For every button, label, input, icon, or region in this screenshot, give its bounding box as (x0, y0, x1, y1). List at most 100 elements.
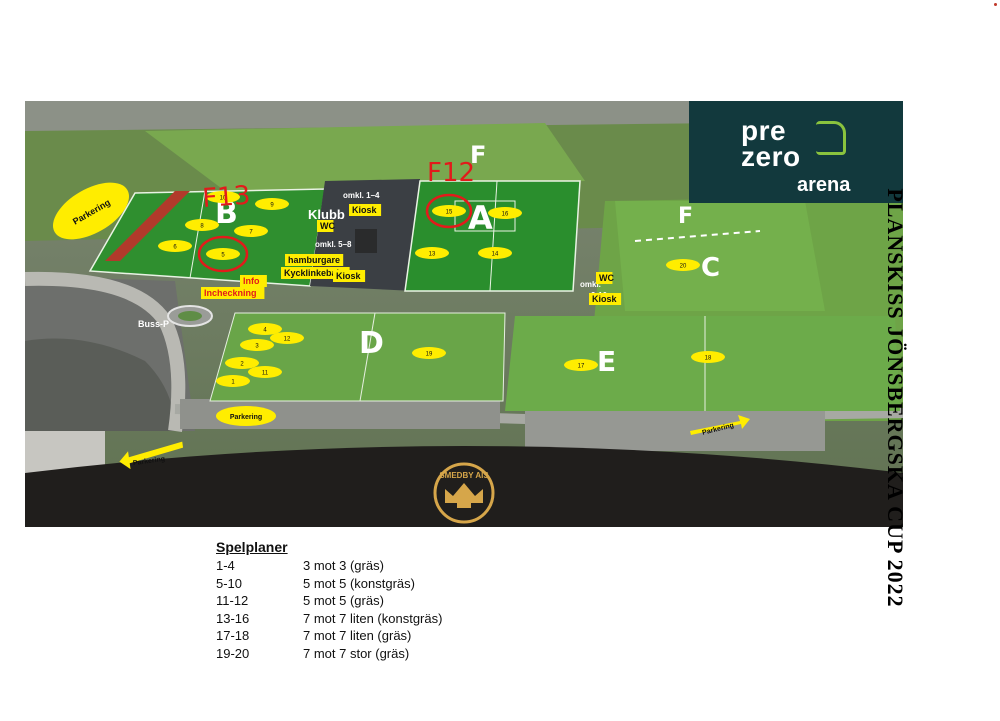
legend-range: 17-18 (216, 628, 250, 644)
pitch-number: 7 (249, 230, 253, 236)
field-letter-a: A (468, 199, 493, 237)
pitch-marker-7: 7 (234, 225, 268, 237)
map-label-omkl-5-8: omkl. 5–8 (315, 240, 352, 249)
pitch-number: 18 (705, 356, 712, 362)
handwritten-f13: F13 (201, 181, 251, 214)
legend-range: 13-16 (216, 610, 250, 626)
pitch-marker-10: 10 (206, 191, 240, 203)
pitch-number: 2 (240, 362, 244, 368)
legend-row: 5-10 5 mot 5 (konstgräs) (216, 575, 442, 593)
legend-range: 5-10 (216, 575, 243, 591)
legend-row: 11-12 5 mot 5 (gräs) (216, 592, 442, 610)
pitch-marker-8: 8 (185, 219, 219, 231)
svg-text:Parkering: Parkering (230, 414, 262, 421)
pitch-marker-4: 4 (248, 323, 282, 335)
pitch-number: 1 (231, 380, 235, 386)
svg-text:Kiosk: Kiosk (336, 271, 362, 281)
logo-text-zero: zero (741, 141, 801, 172)
legend-description: 7 mot 7 stor (gräs) (303, 645, 410, 661)
legend-description: 7 mot 7 liten (gräs) (303, 628, 412, 644)
legend-range: 1-4 (216, 558, 235, 574)
pitch-marker-13: 13 (415, 247, 449, 259)
pitch-number: 8 (200, 224, 204, 230)
field-letter-f-top: F (470, 141, 486, 169)
pitch-number: 9 (270, 203, 274, 209)
pitch-number: 12 (284, 337, 291, 343)
map-label-buss-p: Buss-P (138, 319, 169, 329)
pitch-marker-18: 18 (691, 351, 725, 363)
page-title: PLANSKISS JÖNSBERGSKA CUP 2022 (883, 188, 908, 608)
parking-arrow-left: Parkering (119, 441, 184, 470)
map-label-info: Info (240, 275, 267, 287)
pitch-marker-12: 12 (270, 332, 304, 344)
pitch-number: 11 (262, 371, 269, 377)
highlight-f13-circle (197, 235, 249, 273)
map-label-wc1: WC (317, 220, 335, 232)
svg-text:WC: WC (599, 273, 614, 283)
legend-description: 3 mot 3 (gräs) (303, 558, 384, 574)
pitch-number: 19 (426, 352, 433, 358)
map-label-kycklinkebab: Kycklinkebab (281, 267, 350, 279)
svg-text:Kiosk: Kiosk (352, 205, 378, 215)
pitch-number: 6 (173, 245, 177, 251)
legend-row: 19-20 7 mot 7 stor (gräs) (216, 645, 442, 663)
logo-text-arena: arena (797, 174, 851, 196)
svg-text:Incheckning: Incheckning (204, 288, 257, 298)
pitch-number: 15 (446, 210, 453, 216)
map-label-wc2: WC (596, 272, 614, 284)
pitch-number: 4 (263, 328, 267, 334)
svg-text:omkl.: omkl. (580, 280, 601, 289)
legend-description: 5 mot 5 (konstgräs) (303, 575, 415, 591)
parking-topleft: Parkering (53, 182, 129, 240)
pitch-marker-9: 9 (255, 198, 289, 210)
pitch-marker-3: 3 (240, 339, 274, 351)
svg-text:Info: Info (243, 276, 260, 286)
pitch-number: 16 (502, 212, 509, 218)
pitch-legend: Spelplaner 1-4 3 mot 3 (gräs) 5-10 5 mot 5 … (216, 539, 442, 662)
map-label-incheckning: Incheckning (201, 287, 265, 299)
pitch-number: 5 (221, 253, 225, 259)
map-label-hamburgare: hamburgare (285, 254, 344, 266)
pitch-number: 17 (578, 364, 585, 370)
legend-description: 7 mot 7 liten (konstgräs) (303, 610, 443, 626)
svg-text:Klubb: Klubb (308, 207, 345, 222)
handwritten-f12: F12 (427, 158, 475, 188)
legend-range: 19-20 (216, 645, 250, 661)
pitch-marker-19: 19 (412, 347, 446, 359)
field-letter-d: D (359, 326, 384, 361)
map-label-kiosk2: Kiosk (333, 270, 366, 282)
pitch-number: 10 (220, 196, 227, 202)
svg-text:Kiosk: Kiosk (592, 294, 618, 304)
field-letter-c: C (701, 253, 720, 283)
legend-range: 11-12 (216, 593, 249, 609)
pitch-marker-15: 15 (432, 205, 466, 217)
parking-bottom-center: Parkering (216, 406, 276, 426)
corner-dot (994, 3, 997, 6)
pitch-marker-16: 16 (488, 207, 522, 219)
legend-row: 13-16 7 mot 7 liten (konstgräs) (216, 610, 442, 628)
legend-row: 1-4 3 mot 3 (gräs) (216, 557, 442, 575)
pitch-marker-1: 1 (216, 375, 250, 387)
field-letter-f-right: F (678, 204, 693, 229)
pitch-marker-20: 20 (666, 259, 700, 271)
pitch-marker-17: 17 (564, 359, 598, 371)
prezero-logo: pre zero arena (689, 101, 903, 203)
pitch-number: 14 (492, 252, 499, 258)
legend-heading: Spelplaner (216, 539, 288, 555)
svg-text:Parkering: Parkering (133, 456, 166, 467)
legend-row: 17-18 7 mot 7 liten (gräs) (216, 627, 442, 645)
club-badge: SMEDBY AIS (433, 462, 495, 524)
map-label-omkl-9-10: omkl. (580, 280, 601, 289)
legend-description: 5 mot 5 (gräs) (303, 593, 384, 609)
svg-text:Kycklinkebab: Kycklinkebab (284, 268, 343, 278)
svg-text:omkl. 1–4: omkl. 1–4 (343, 191, 380, 200)
pitch-marker-5: 5 (206, 248, 240, 260)
map-label-klubb: Klubb (308, 207, 345, 222)
logo-mark-icon (816, 121, 846, 155)
club-name: SMEDBY AIS (439, 471, 489, 480)
pitch-marker-11: 11 (248, 366, 282, 378)
map-label-kiosk1: Kiosk (349, 204, 382, 216)
pitch-number: 3 (255, 344, 259, 350)
svg-text:omkl. 5–8: omkl. 5–8 (315, 240, 352, 249)
